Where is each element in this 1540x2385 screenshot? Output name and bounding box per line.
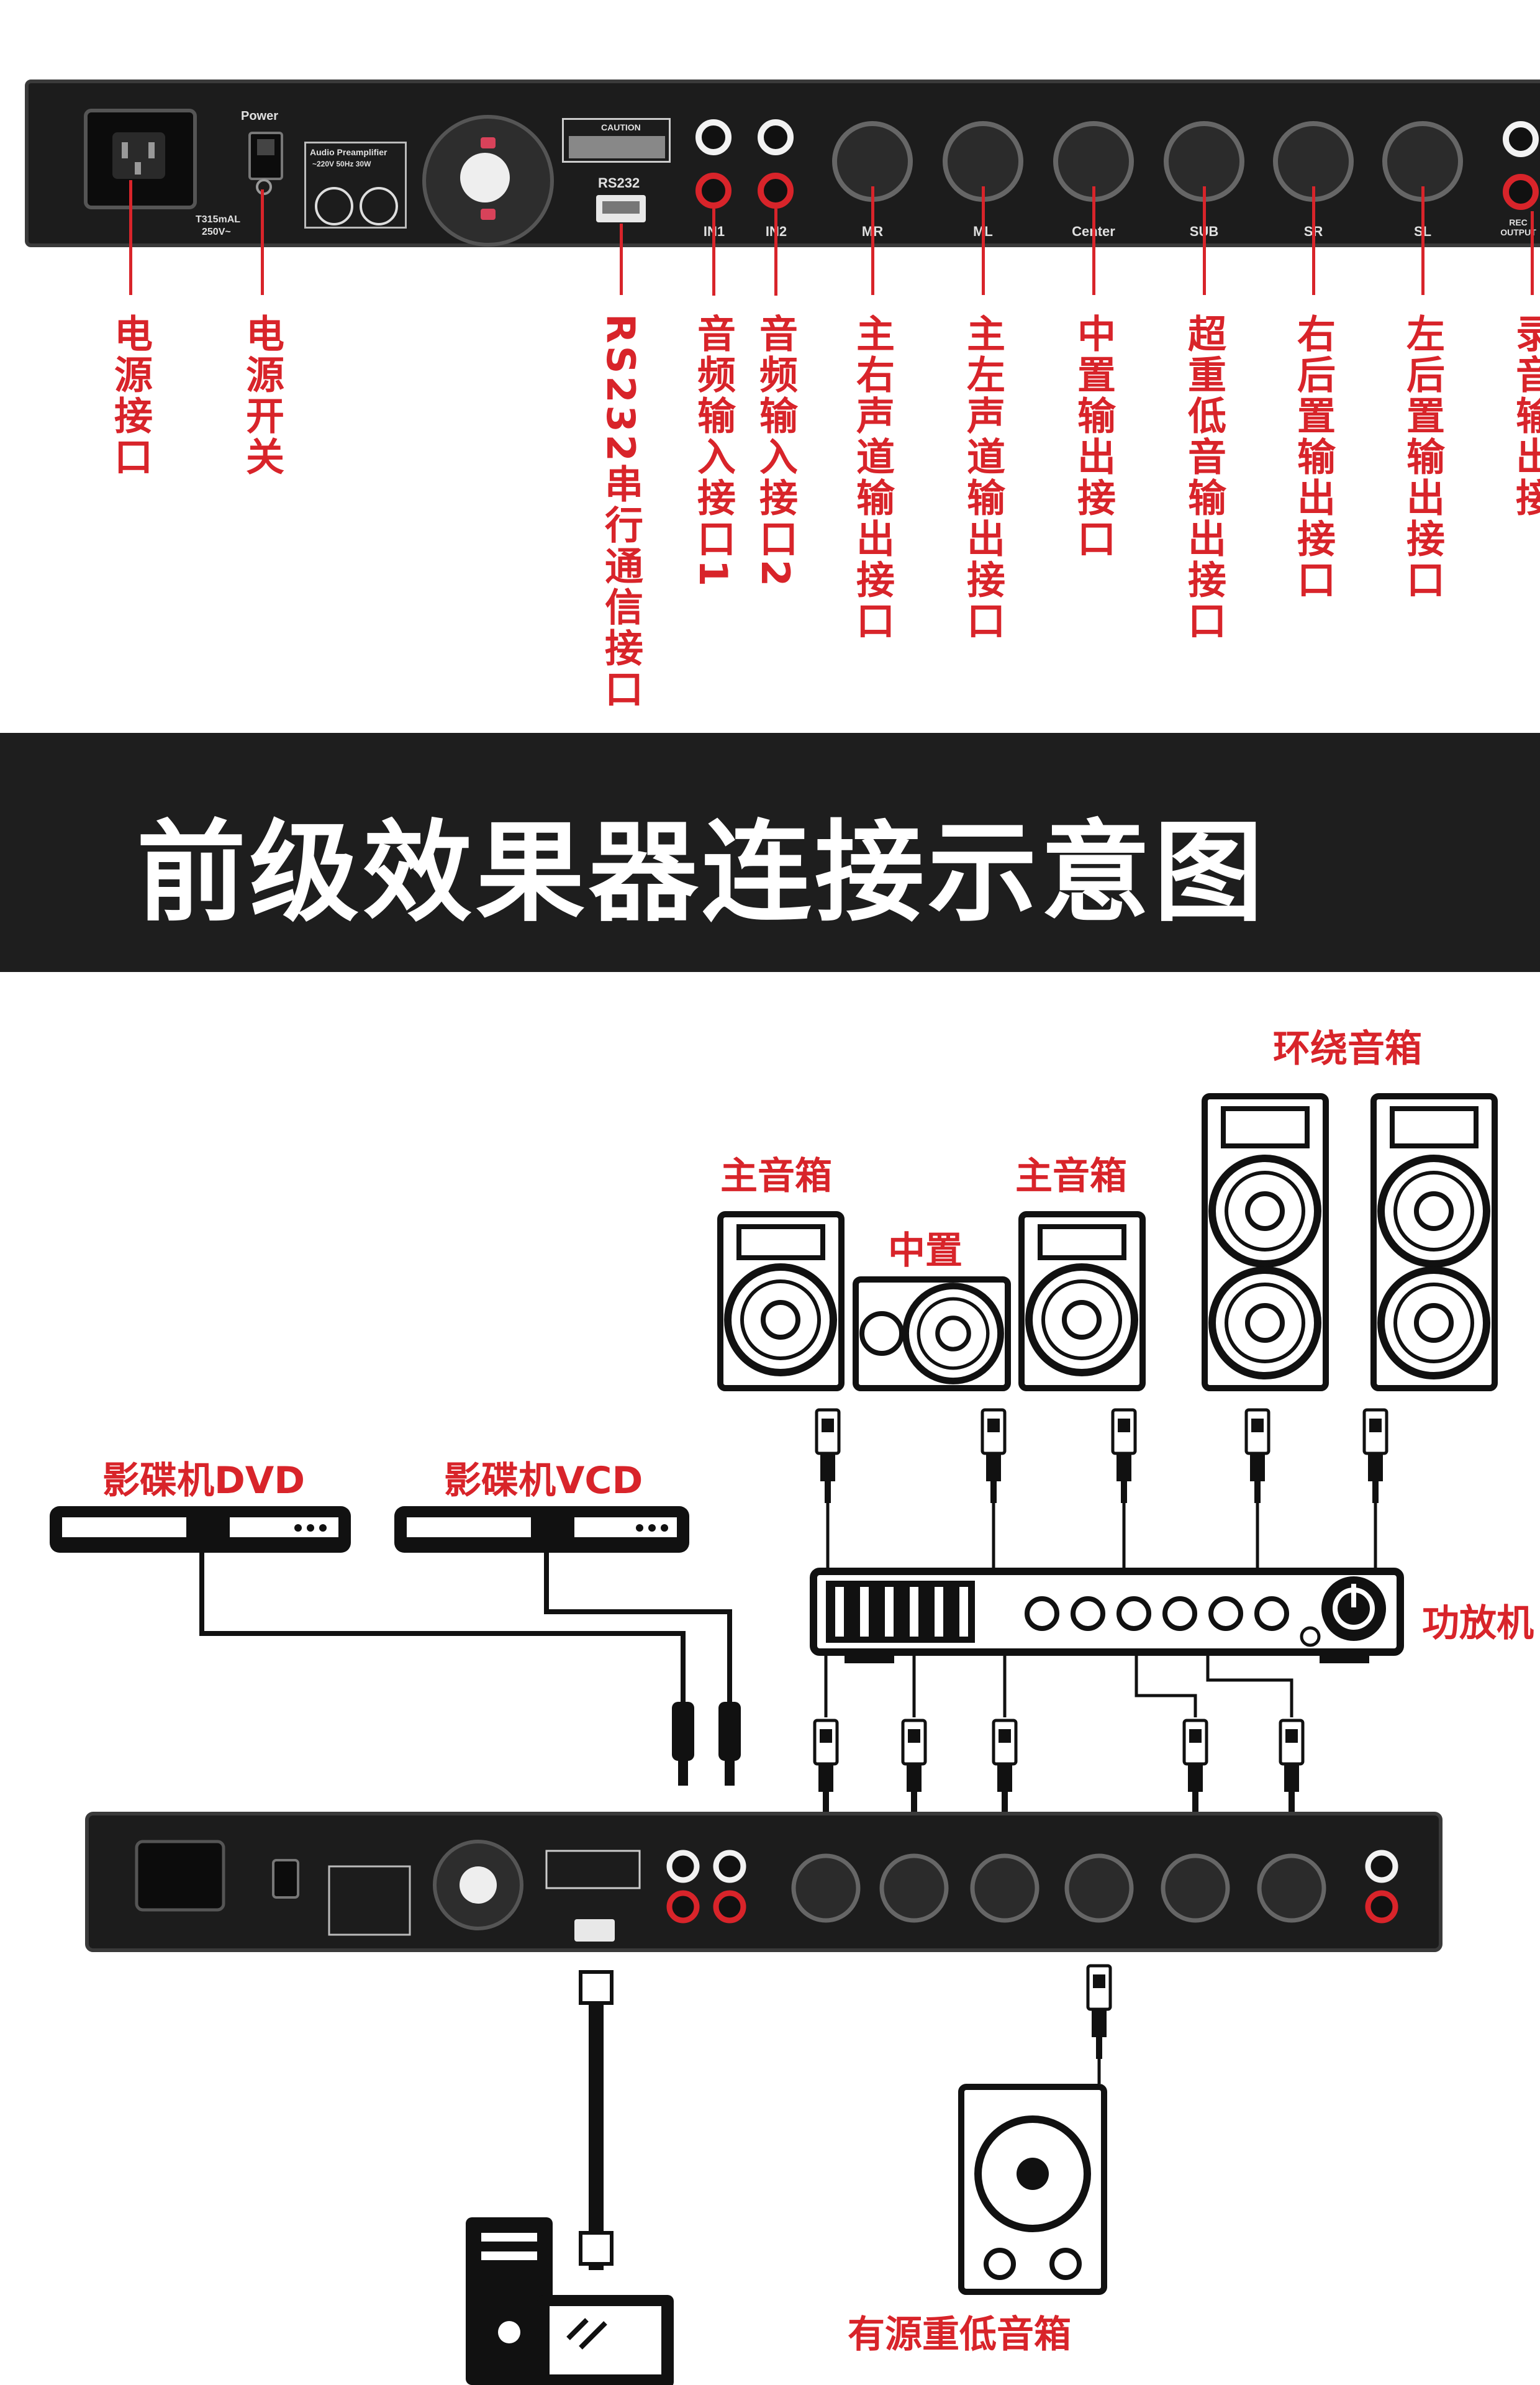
label-in2: 音频输入接口2 [756,314,794,589]
page-title: 前级效果器连接示意图 [137,784,1267,942]
label-rs232-port: RS232串行通信接口 [601,314,640,710]
label-power-socket: 电源接口 [111,314,149,478]
rs232-text: RS232 [598,175,640,191]
rs232-cable [581,1972,612,2270]
leader-line [871,186,874,295]
rec-output-bottom[interactable] [1503,174,1539,210]
leader-line [1421,186,1424,295]
source-cables [202,1553,741,1786]
leader-line [1312,186,1315,295]
caption-dvd-player: 影碟机DVD [102,1450,305,1504]
caption-main-speaker-right: 主音箱 [1015,1146,1127,1200]
cooling-fan [422,115,554,247]
label-in1: 音频输入接口1 [694,314,732,589]
vcd-player [394,1506,689,1553]
power-amplifier [813,1571,1400,1663]
caution-sticker: CAUTION [562,118,671,163]
label-rec-output: 录音输出接 [1512,314,1540,519]
leader-line [1203,186,1206,295]
amp-input-cables [815,1655,1303,1814]
preamp-rear-panel-bottom [87,1814,1441,1950]
label-mr: 主右声道输出接口 [853,314,891,642]
leader-line [774,209,777,296]
dvd-player [50,1506,351,1553]
label-sub: 超重低音输出接口 [1184,314,1223,642]
caption-surround-speakers: 环绕音箱 [1273,1019,1422,1073]
center-speaker [856,1279,1008,1388]
caption-subwoofer: 有源重低音箱 [848,2304,1071,2358]
label-sl: 左后置输出接口 [1403,314,1441,601]
caption-center-speaker: 中置 [888,1220,962,1274]
label-center: 中置输出接口 [1074,314,1112,560]
fuse-voltage-text: 250V~ [202,227,231,238]
rs232-usb-port[interactable] [596,195,646,222]
leader-line [620,224,623,295]
power-indicator [256,179,272,195]
active-subwoofer [961,2087,1104,2292]
subwoofer-cable [1088,1966,1110,2084]
power-switch-text: Power [241,109,278,124]
fuse-text: T315mAL [196,214,240,225]
label-sr: 右后置输出接口 [1293,314,1332,601]
model-plate: Audio Preamplifier ~220V 50Hz 30W [304,142,407,229]
leader-line [1092,186,1095,295]
leader-line [712,209,715,296]
power-socket [84,109,197,209]
label-power-switch: 电源开关 [242,314,281,478]
rec-output-top[interactable] [1503,121,1539,157]
rca-in1-top[interactable] [695,119,732,155]
power-switch[interactable] [248,132,283,180]
surround-speaker-left [1205,1096,1326,1388]
caption-vcd-player: 影碟机VCD [444,1450,643,1504]
leader-line [1531,211,1534,295]
label-ml: 主左声道输出接口 [963,314,1002,642]
main-speaker-left [720,1214,841,1388]
rca-in2-bottom[interactable] [758,173,794,209]
leader-line [129,180,132,295]
leader-line [261,189,264,295]
rca-in2-top[interactable] [758,119,794,155]
leader-line [982,186,985,295]
main-speaker-right [1021,1214,1143,1388]
computer [466,2217,674,2385]
caption-amplifier: 功放机 [1422,1593,1534,1647]
caption-main-speaker-left: 主音箱 [720,1146,832,1200]
speaker-cables [817,1410,1387,1568]
rca-in1-bottom[interactable] [695,173,732,209]
surround-speaker-right [1374,1096,1495,1388]
